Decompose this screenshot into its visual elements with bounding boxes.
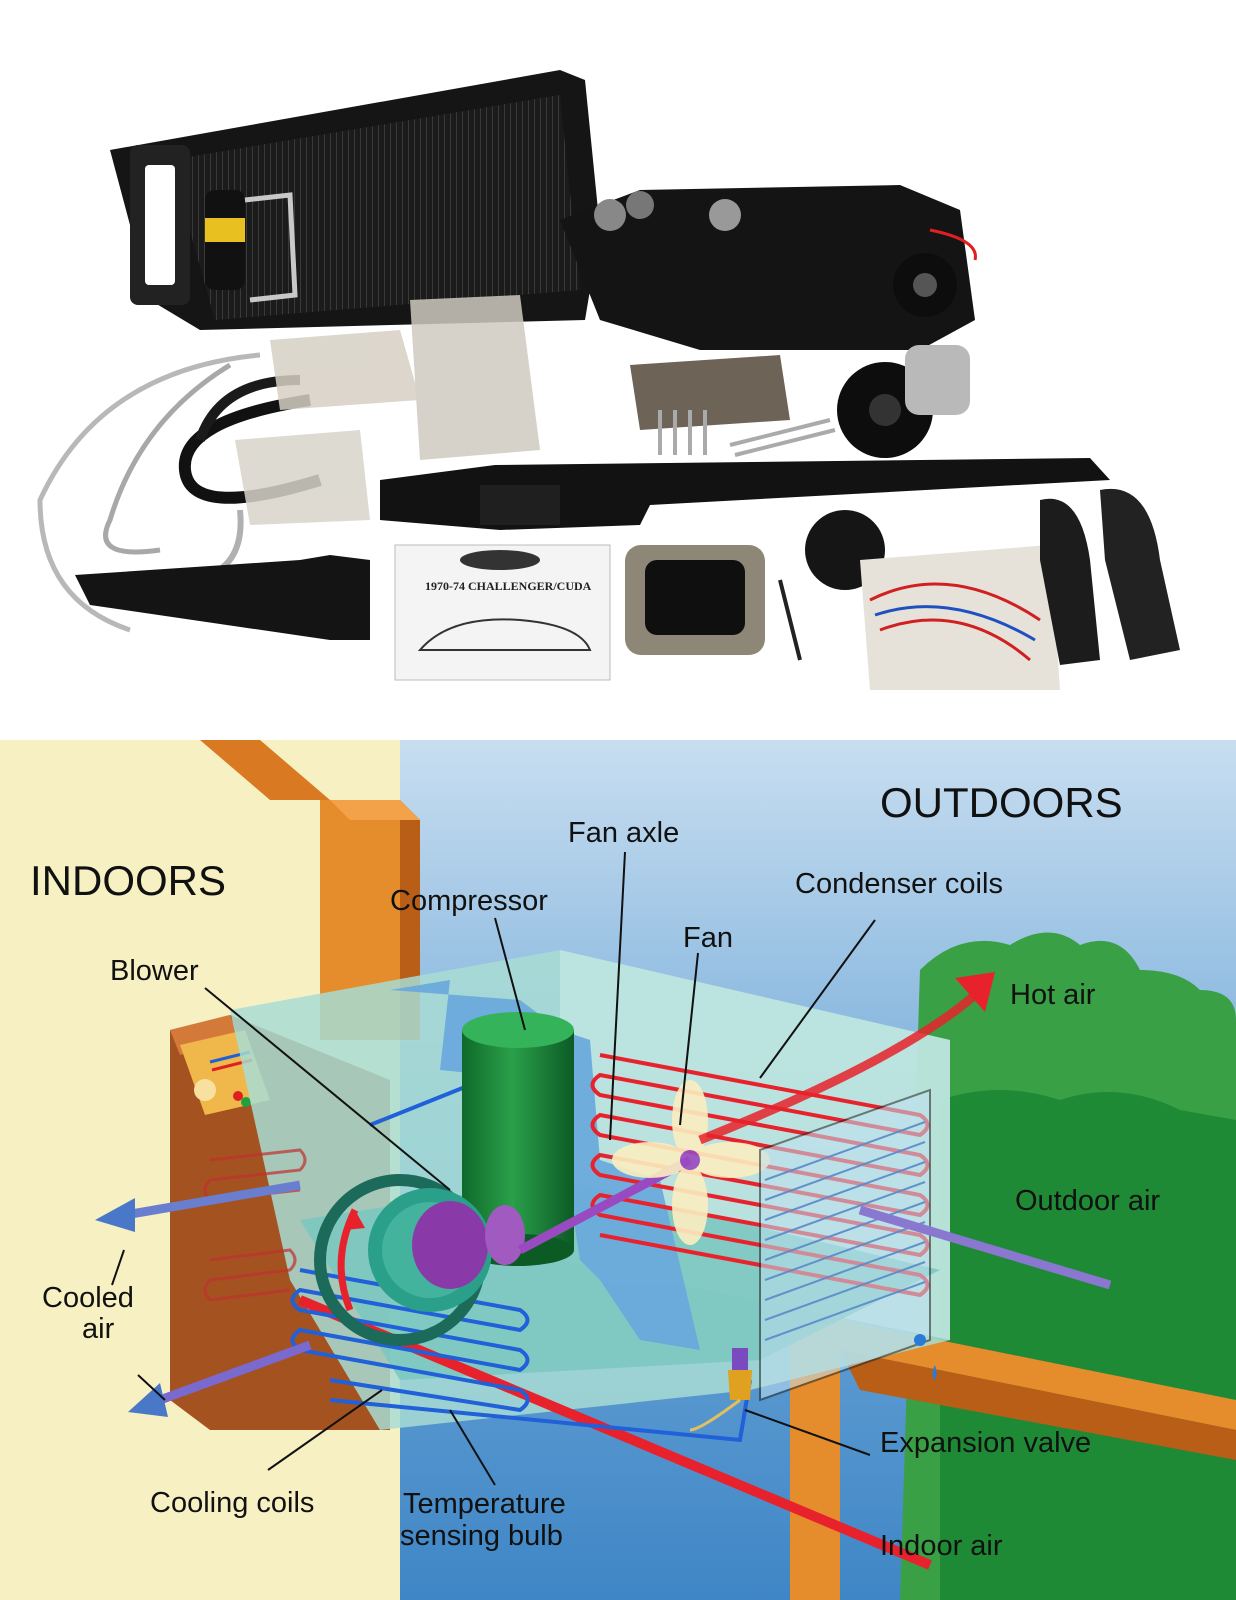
- label-fan: Fan: [683, 922, 733, 954]
- hot-air-arrow: [698, 972, 995, 1145]
- label-cooling-coils: Cooling coils: [150, 1487, 314, 1519]
- outdoor-air-arrow: [858, 1205, 1112, 1290]
- lower-vent-duct: [75, 555, 370, 640]
- vent-gasket: [625, 545, 765, 655]
- wiring-harness: [778, 545, 1060, 690]
- ac-cutaway-diagram: INDOORS OUTDOORS Fan axle Compressor Con…: [0, 740, 1236, 1600]
- label-blower: Blower: [110, 955, 199, 987]
- receiver-drier: [205, 190, 298, 303]
- label-cooled-air-line2: air: [82, 1313, 115, 1345]
- flex-hoses: [1040, 488, 1180, 665]
- label-temp-bulb-line2: sensing bulb: [400, 1520, 563, 1552]
- water-drip: [914, 1334, 937, 1380]
- label-hot-air: Hot air: [1010, 979, 1096, 1011]
- blower-wheel: [314, 1174, 525, 1346]
- label-cooled-air-line1: Cooled: [42, 1282, 134, 1314]
- expansion-valve: [689, 1348, 752, 1432]
- evaporator-box: [560, 185, 977, 350]
- ac-kit-photo: 1970-74 CHALLENGER/CUDA: [0, 0, 1236, 740]
- indoor-coil-backside: [203, 1148, 307, 1302]
- label-outdoors: OUTDOORS: [880, 779, 1123, 826]
- manual-title: 1970-74 CHALLENGER/CUDA: [425, 579, 592, 593]
- tree-shadow: [940, 1090, 1236, 1600]
- dash-duct: [380, 458, 1110, 530]
- leader-lines: [111, 851, 876, 1486]
- cooled-air-arrow-lower: [128, 1340, 312, 1417]
- instruction-manual: 1970-74 CHALLENGER/CUDA: [394, 544, 611, 681]
- label-fan-axle: Fan axle: [568, 817, 679, 849]
- condenser-grille: [759, 1088, 931, 1402]
- hardware-bags: [235, 295, 540, 525]
- label-indoor-air: Indoor air: [880, 1530, 1003, 1562]
- mounting-bracket: [630, 355, 836, 457]
- label-expansion-valve: Expansion valve: [880, 1427, 1091, 1459]
- label-outdoor-air: Outdoor air: [1015, 1185, 1160, 1217]
- label-condenser-coils: Condenser coils: [795, 868, 1003, 900]
- wall-frame: [200, 740, 1236, 1600]
- fan-blades: [612, 1080, 770, 1245]
- label-temp-bulb-line1: Temperature: [403, 1488, 566, 1520]
- compressor-unit: [837, 345, 970, 458]
- label-compressor: Compressor: [390, 885, 548, 917]
- cooled-air-arrow-upper: [95, 1180, 301, 1232]
- label-indoors: INDOORS: [30, 857, 226, 904]
